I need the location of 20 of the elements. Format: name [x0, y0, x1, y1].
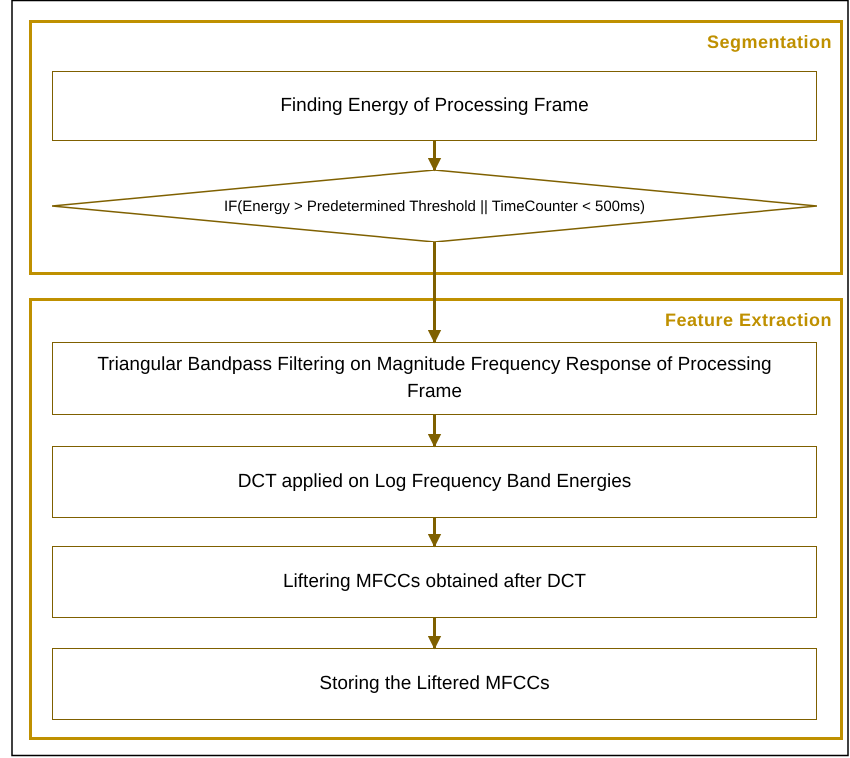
group-title: Feature Extraction: [664, 310, 832, 331]
process-box: [52, 648, 817, 720]
group-panel: [29, 298, 843, 740]
group-title: Segmentation: [706, 32, 832, 53]
process-box: [52, 342, 817, 415]
process-text: Liftering MFCCs obtained after DCT: [282, 570, 588, 594]
process-box: [52, 446, 817, 518]
process-text: Finding Energy of Processing Frame: [279, 94, 590, 118]
process-text: DCT applied on Log Frequency Band Energies: [236, 470, 632, 494]
process-text: Storing the Liftered MFCCs: [318, 672, 551, 696]
arrow: [428, 618, 442, 650]
group-panel: [29, 20, 843, 275]
arrow: [428, 415, 442, 448]
arrow: [428, 141, 442, 172]
process-box: [52, 71, 817, 141]
process-box: [52, 546, 817, 618]
process-text: Triangular Bandpass Filtering on Magnitude Frequency Response of Processing Frame: [96, 352, 773, 404]
arrow: [428, 242, 442, 344]
condition-text: IF(Energy > Predetermined Threshold || TimeCounter < 500ms): [224, 198, 646, 214]
arrow: [428, 518, 442, 548]
